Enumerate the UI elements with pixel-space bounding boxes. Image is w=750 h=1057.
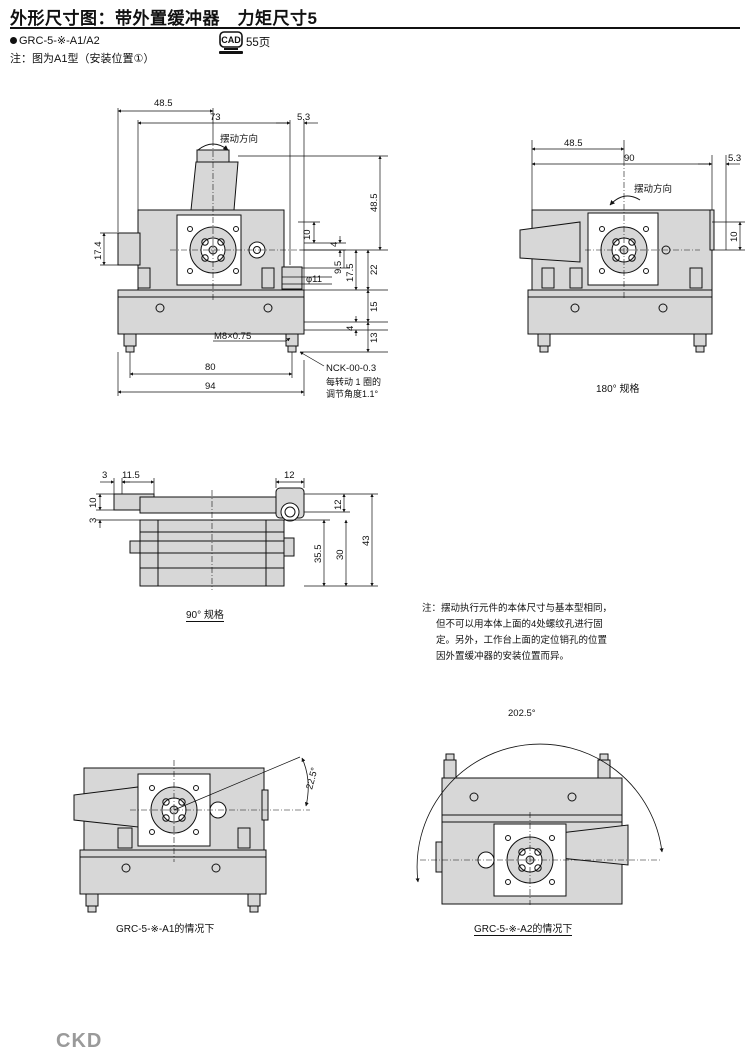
dim-12-vertical: 12 <box>333 499 344 510</box>
body-note-line-4: 因外置缓冲器的安装位置而异。 <box>436 651 570 662</box>
dim-73: 73 <box>210 112 221 123</box>
dim-17-5: 17.5 <box>345 264 356 283</box>
dim-48-5-vertical: 48.5 <box>369 194 380 213</box>
caption-a2: GRC-5-※-A2的情况下 <box>474 920 573 936</box>
dim-17-4: 17.4 <box>93 242 104 261</box>
rotation-arrow-icon-right <box>609 195 641 206</box>
dim-94: 94 <box>205 381 216 392</box>
angle-arc-202-5 <box>415 743 664 883</box>
dims-top-left <box>100 108 388 396</box>
cad-icon[interactable]: CAD <box>218 31 244 55</box>
body-note-line-2: 但不可以用本体上面的4处螺纹孔进行固 <box>436 619 603 630</box>
body-note: 注：摆动执行元件的本体尺寸与基本型相同， 但不可以用本体上面的4处螺纹孔进行固 … <box>422 601 622 665</box>
rotation-arrow-icon <box>197 143 229 151</box>
view-middle <box>113 487 305 590</box>
dim-10-mid: 10 <box>88 497 99 508</box>
adjust-note-1: 每转动 1 圈的 <box>326 376 381 387</box>
dim-13: 13 <box>369 332 380 343</box>
dim-30: 30 <box>335 549 346 560</box>
dim-3-top: 3 <box>102 470 107 481</box>
dims-middle <box>96 478 378 587</box>
dim-22: 22 <box>369 264 380 275</box>
body-note-line-3: 定。另外，工作台上面的定位销孔的位置 <box>436 635 608 646</box>
bullet-icon <box>10 37 17 44</box>
dim-10: 10 <box>302 229 313 240</box>
dim-labels-middle: 3 11.5 12 10 3 12 35.5 30 43 <box>88 470 372 563</box>
dim-5-3: 5.3 <box>297 112 310 123</box>
dim-43: 43 <box>361 535 372 546</box>
install-note: 注：图为A1型（安装位置①） <box>10 53 155 65</box>
dims-top-right <box>531 140 745 251</box>
dim-phi-11: φ11 <box>306 274 322 285</box>
dim-4-lower: 4 <box>345 326 356 331</box>
caption-a1: GRC-5-※-A1的情况下 <box>116 924 215 935</box>
dim-labels-top-right: 48.5 90 5.3 摆动方向 10 <box>564 138 741 242</box>
dim-12-top: 12 <box>284 470 295 481</box>
dim-35-5: 35.5 <box>313 545 324 564</box>
caption-180: 180° 规格 <box>596 384 640 395</box>
title-underline <box>10 27 740 29</box>
nck-part: NCK-00-0.3 <box>326 363 376 374</box>
cad-icon-label: CAD <box>221 35 241 45</box>
rotation-label: 摆动方向 <box>220 133 258 145</box>
view-bottom-right <box>420 753 660 905</box>
adjust-note-2: 调节角度1.1° <box>326 388 379 399</box>
body-note-line-1: 注：摆动执行元件的本体尺寸与基本型相同， <box>422 603 613 614</box>
page-title: 外形尺寸图：带外置缓冲器 力矩尺寸5 <box>10 9 318 28</box>
view-bottom-left <box>73 756 310 913</box>
dim-80: 80 <box>205 362 216 373</box>
rotation-label-right: 摆动方向 <box>634 183 672 195</box>
view-top-left <box>117 140 305 353</box>
dim-4-upper: 4 <box>329 242 340 247</box>
dim-11-5: 11.5 <box>122 470 140 481</box>
dim-10-right: 10 <box>729 231 740 242</box>
angle-arc-22-5 <box>301 757 309 807</box>
model-code: GRC-5-※-A1/A2 <box>10 34 100 47</box>
model-code-text: GRC-5-※-A1/A2 <box>19 35 100 47</box>
dim-15: 15 <box>369 301 380 312</box>
dim-48-5-right: 48.5 <box>564 138 583 149</box>
ckd-logo: CKD <box>56 1030 103 1052</box>
dim-9-5: 9.5 <box>333 261 344 274</box>
thread-m8: M8×0.75 <box>214 331 251 342</box>
cad-page-ref[interactable]: 55页 <box>246 37 271 49</box>
angle-202-5: 202.5° <box>508 708 536 719</box>
dim-3-mid: 3 <box>88 518 99 523</box>
dim-90: 90 <box>624 153 635 164</box>
view-top-right <box>519 160 715 353</box>
dim-5-3-right: 5.3 <box>728 153 741 164</box>
dim-48-5: 48.5 <box>154 98 173 109</box>
caption-90: 90° 规格 <box>186 606 224 622</box>
dim-labels-top-left: 48.5 73 5.3 摆动方向 48.5 17.4 10 4 9.5 17.5… <box>93 98 381 399</box>
angle-22-5: 22.5° <box>304 766 320 791</box>
